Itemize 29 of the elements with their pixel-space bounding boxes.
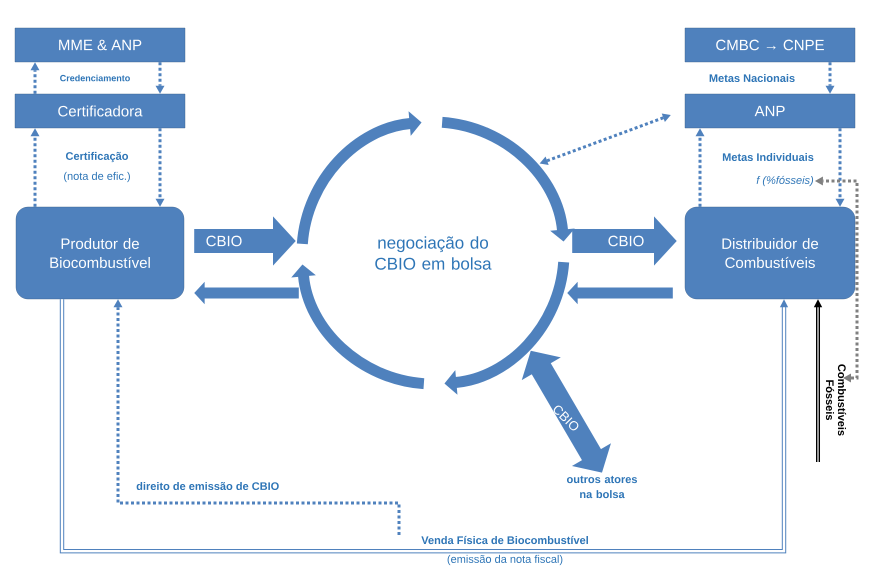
center-text: negociação do CBIO em bolsa <box>375 236 492 270</box>
arrow <box>114 299 400 535</box>
edge-label: direito de emissão de CBIO <box>136 482 279 490</box>
arrow <box>156 62 164 94</box>
process-box: CMBC → CNPE <box>684 28 856 62</box>
actor-box: Produtor de Biocombustível <box>16 206 184 300</box>
arrow <box>156 128 164 207</box>
actor-box: Distribuidor de Combustíveis <box>684 206 856 300</box>
edge-label: CBIO <box>608 236 644 246</box>
arrow <box>540 114 671 165</box>
process-box: ANP <box>684 94 856 128</box>
edge-label: Venda Física de Biocombustível <box>419 534 591 546</box>
edge-label: Combustíveis Fósseis <box>826 364 846 436</box>
arrow <box>30 62 40 94</box>
edge-label: Credenciamento <box>58 74 132 82</box>
note-text: (emissão da nota fiscal) <box>448 554 562 566</box>
arrow <box>826 62 834 94</box>
arrow <box>814 176 858 382</box>
actor-text: outros atores na bolsa <box>566 476 637 498</box>
process-box: Certificadora <box>14 94 186 128</box>
edge-label: Certificação <box>64 150 130 164</box>
arrow <box>30 128 40 207</box>
edge-label: Metas Individuais <box>721 152 815 162</box>
process-box: MME & ANP <box>14 28 186 62</box>
formula-text: f (%fósseis) <box>756 176 814 186</box>
arrow <box>696 128 704 207</box>
arrow <box>836 128 844 207</box>
note-text: (nota de efic.) <box>64 172 130 182</box>
edge-label: CBIO <box>206 236 242 246</box>
